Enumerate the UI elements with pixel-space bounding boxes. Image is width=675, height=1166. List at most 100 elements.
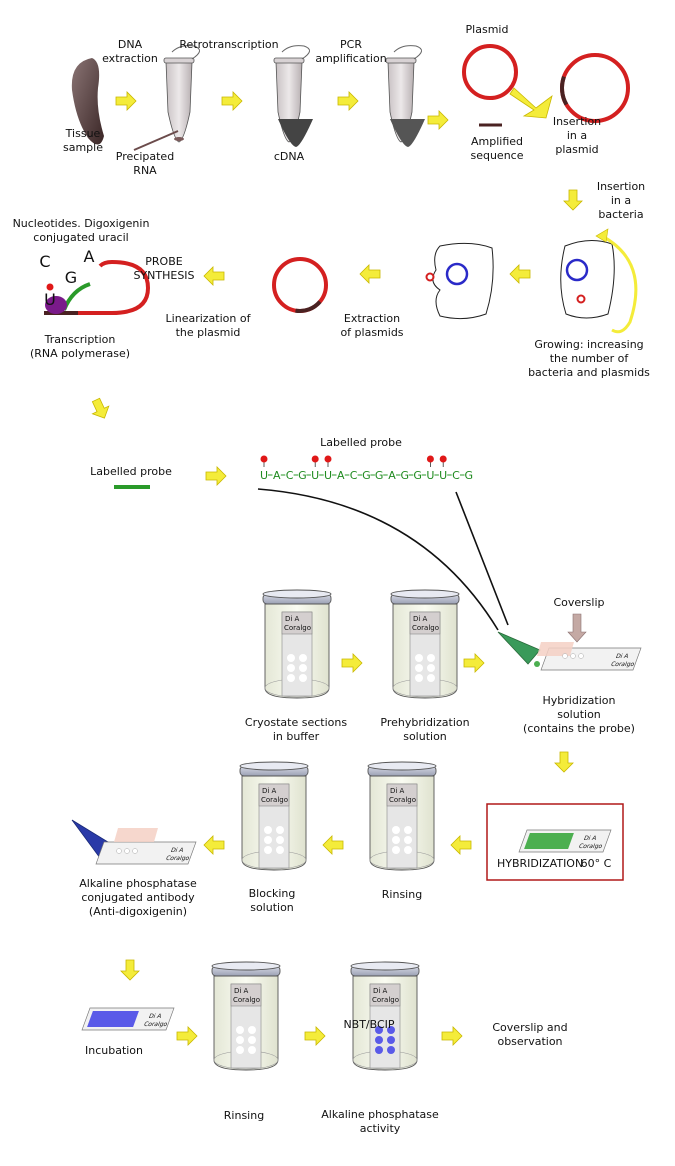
label-retrotranscription: Retrotranscription: [179, 38, 278, 51]
sequence-base: G: [362, 469, 371, 482]
linear-template: [75, 259, 151, 315]
pipette-line: [133, 130, 179, 151]
label-rinsing-2: Rinsing: [224, 1109, 264, 1122]
tissue-section: [132, 848, 138, 854]
svg-text:Coralgo: Coralgo: [233, 996, 260, 1004]
label-incubation: Incubation: [85, 1044, 143, 1057]
arrow-shape: [91, 397, 110, 419]
dig-mark: [439, 455, 447, 463]
sequence-base: U: [324, 469, 332, 482]
nucleotide-g: G: [65, 268, 77, 287]
tissue-section: [570, 653, 576, 659]
dig-mark: [260, 455, 268, 463]
growth-arc: [601, 234, 638, 334]
rna-polymerase: [45, 296, 67, 314]
sequence-base: U: [426, 469, 434, 482]
label-hybridization-box: HYBRIDIZATION: [497, 857, 583, 870]
tissue-section: [578, 653, 584, 659]
arrow-shape: [203, 835, 225, 855]
tissue-section: [116, 848, 122, 854]
arrow-shape: [359, 264, 381, 284]
growth-arc-head: [595, 228, 609, 243]
arrow-to-hybridization-box: [554, 751, 574, 773]
plasmid-insert: [560, 76, 569, 106]
sequence-base: C: [286, 469, 294, 482]
plasmid-ring: [462, 44, 518, 100]
arrow-merge: [509, 87, 553, 119]
svg-text:Coralgo: Coralgo: [143, 1021, 169, 1028]
bacteria-cell-full: [560, 240, 615, 319]
arrow-nbt-to-observation: [441, 1026, 463, 1046]
arrow-down-to-bacteria: [563, 189, 583, 211]
label-transcription: Transcription(RNA polymerase): [30, 333, 130, 360]
connector-curve: [257, 488, 499, 631]
bacteria-plasmid: [576, 294, 586, 304]
sequence-base: C: [452, 469, 460, 482]
tissue-section: [124, 848, 130, 854]
sequence-base: G: [298, 469, 307, 482]
lysed-chromosome: [445, 262, 469, 286]
arrow-shape: [450, 835, 472, 855]
arrow-shape: [341, 653, 363, 673]
plasmid-extracted: [272, 257, 328, 313]
svg-text:Coralgo: Coralgo: [389, 796, 416, 804]
arrow-extraction-to-linear: [359, 264, 381, 284]
label-coverslip: Coverslip: [553, 596, 604, 609]
arrow-shape: [509, 264, 531, 284]
hybridization-box: [486, 803, 624, 881]
dig-mark: [311, 455, 319, 463]
svg-text:Coralgo: Coralgo: [412, 624, 439, 632]
arrow-shape: [176, 1026, 198, 1046]
label-hybridization-temp: 60° C: [581, 857, 612, 870]
arrow-shape: [554, 751, 574, 773]
svg-text:Di A: Di A: [285, 615, 300, 623]
arrow-shape: [509, 87, 553, 119]
sequence-base: A: [337, 469, 345, 482]
arrow-bacteria-to-extraction: [509, 264, 531, 284]
sequence-base: G: [375, 469, 384, 482]
tissue-sample-shape: [71, 58, 104, 145]
pipette-green: [497, 631, 541, 665]
sequence-base: U: [311, 469, 319, 482]
svg-text:Coralgo: Coralgo: [261, 796, 288, 804]
svg-text:Di A: Di A: [615, 653, 630, 660]
svg-text:Coralgo: Coralgo: [284, 624, 311, 632]
arrow-blocking-to-antibody: [203, 835, 225, 855]
antibody-coverslip: [114, 828, 158, 842]
plasmid-with-insert: [560, 53, 630, 123]
arrow-cdna-to-pcr: [337, 91, 359, 111]
cdna-pellet: [278, 119, 313, 147]
arrow-rna-to-cdna: [221, 91, 243, 111]
tissue-section: [562, 653, 568, 659]
svg-text:Coralgo: Coralgo: [578, 843, 604, 850]
connector-line: [455, 491, 509, 626]
label-plasmid: Plasmid: [466, 23, 509, 36]
svg-text:Di A: Di A: [148, 1013, 163, 1020]
svg-text:Di A: Di A: [390, 787, 405, 795]
svg-text:Di A: Di A: [413, 615, 428, 623]
arrow-to-incubation: [120, 959, 140, 981]
svg-text:Di A: Di A: [262, 787, 277, 795]
arrow-to-labelled-probe: [91, 397, 110, 419]
arrow-shape: [221, 91, 243, 111]
tube-precipitated-rna: [163, 45, 200, 143]
arrow-shape: [337, 91, 359, 111]
label-labelled-probe-small: Labelled probe: [90, 465, 172, 478]
